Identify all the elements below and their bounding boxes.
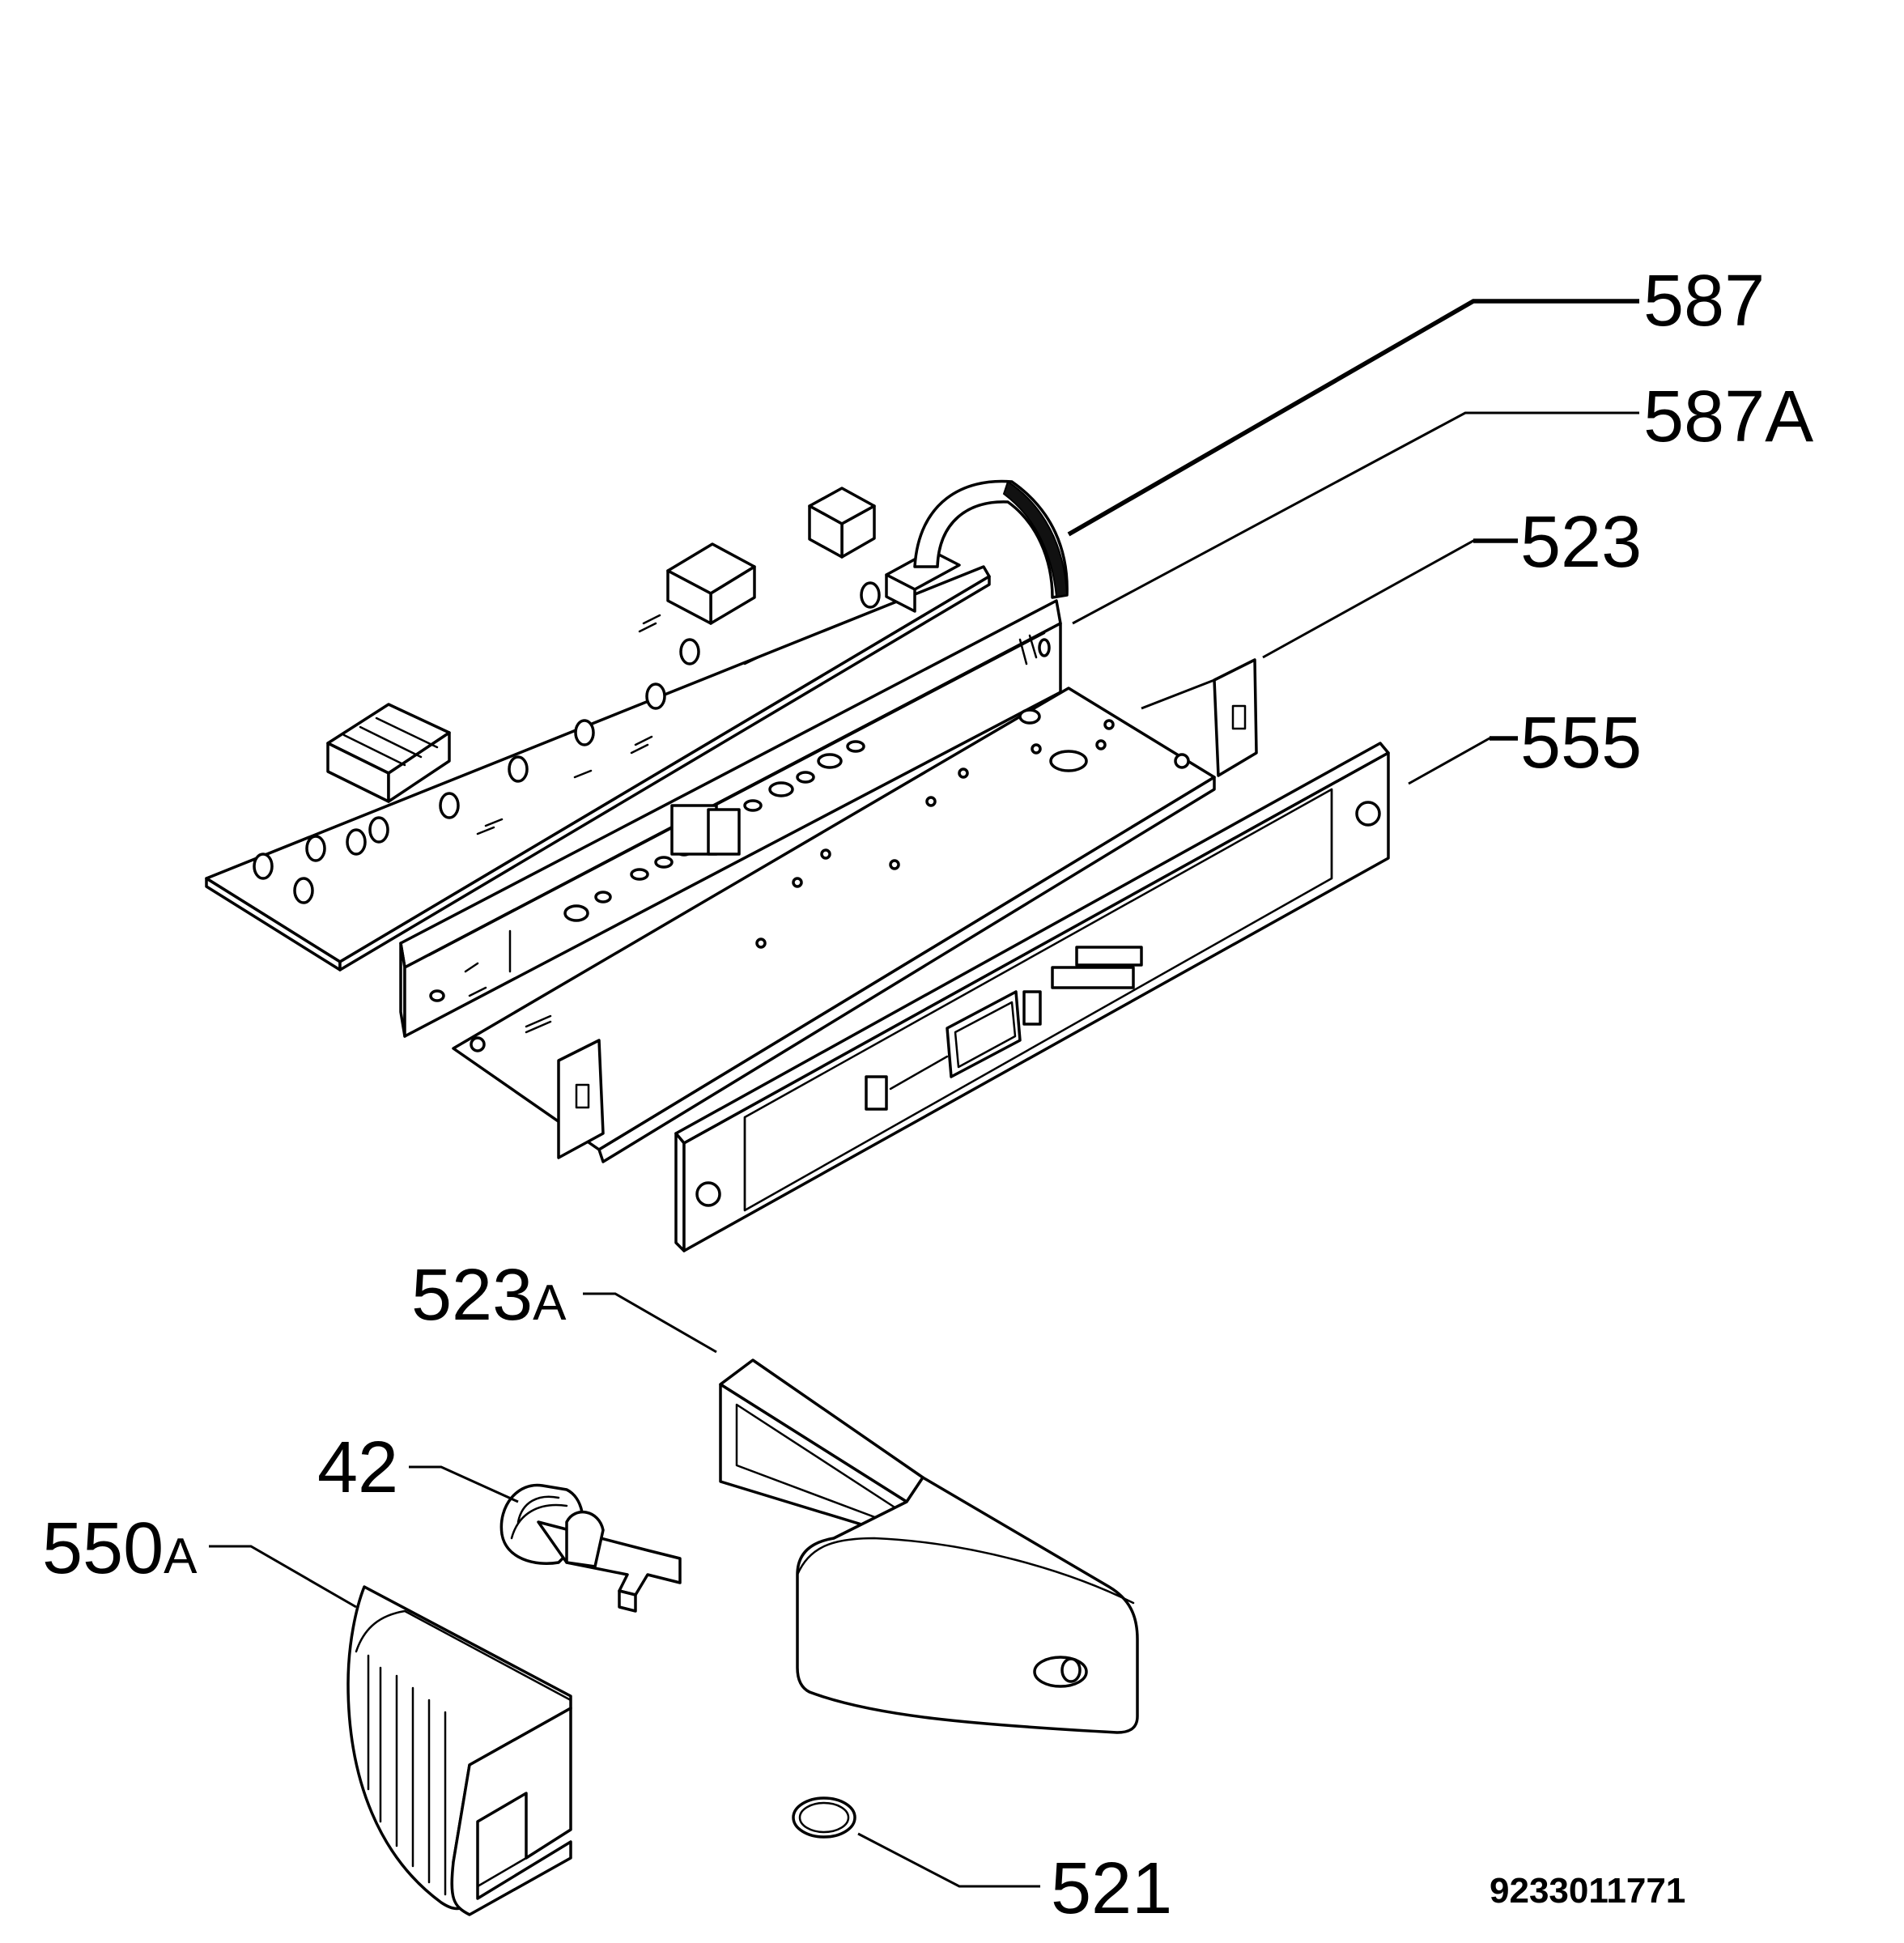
part-521-ring	[792, 1796, 856, 1839]
callout-550a-number: 550	[42, 1508, 164, 1589]
callout-523: 523	[1520, 502, 1642, 583]
svg-text:523: 523	[1520, 502, 1642, 583]
callout-523a-suffix: A	[533, 1275, 567, 1331]
part-42-knob	[499, 1483, 682, 1613]
callout-521: 521	[1051, 1848, 1172, 1929]
callout-523-number: 523	[1520, 502, 1642, 583]
callout-523a: 523A	[411, 1255, 567, 1336]
callout-587a-suffix: A	[1765, 376, 1813, 457]
callout-555: 555	[1520, 703, 1642, 784]
part-523a-handle-housing	[719, 1358, 1139, 1734]
callout-587: 587	[1643, 261, 1765, 342]
callout-555-number: 555	[1520, 703, 1642, 784]
callout-42: 42	[317, 1427, 398, 1508]
callout-550a-suffix: A	[164, 1528, 198, 1584]
callout-587a-number: 587	[1643, 376, 1765, 457]
callout-523a-number: 523	[411, 1255, 533, 1336]
callout-550a: 550A	[42, 1508, 198, 1589]
svg-text:587A: 587A	[1643, 376, 1813, 457]
part-550a-end-cap	[346, 1585, 572, 1916]
callout-521-number: 521	[1051, 1848, 1172, 1929]
svg-text:587: 587	[1643, 261, 1765, 342]
callout-42-number: 42	[317, 1427, 398, 1508]
svg-text:42: 42	[317, 1427, 398, 1508]
svg-text:555: 555	[1520, 703, 1642, 784]
part-523-frame	[452, 658, 1258, 1163]
part-587-circuit-board	[205, 479, 1069, 972]
svg-text:550A: 550A	[42, 1508, 198, 1589]
callout-587a: 587A	[1643, 376, 1813, 457]
part-555-front-panel	[674, 742, 1390, 1252]
leader-lines	[209, 299, 1639, 1888]
svg-text:521: 521	[1051, 1848, 1172, 1929]
svg-text:523A: 523A	[411, 1255, 567, 1336]
callout-587-number: 587	[1643, 261, 1765, 342]
drawing-number: 9233011771	[1490, 1871, 1685, 1911]
